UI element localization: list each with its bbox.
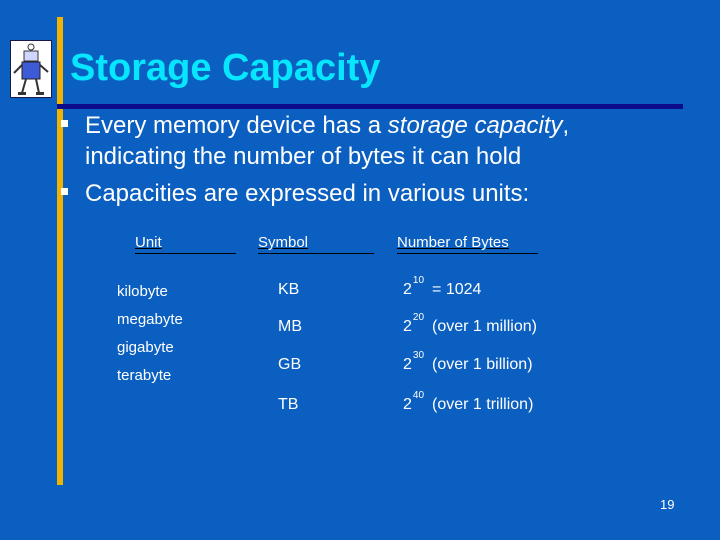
header-rule bbox=[397, 253, 538, 254]
unit-name: terabyte bbox=[117, 367, 172, 384]
byte-description: = 1024 bbox=[432, 281, 482, 298]
byte-count: 240 (over 1 trillion) bbox=[403, 390, 534, 414]
bullet-line: Capacities are expressed in various unit… bbox=[85, 180, 530, 207]
bullet-emphasis: storage capacity bbox=[387, 112, 563, 139]
bullet-list: Every memory device has a storage capaci… bbox=[58, 110, 708, 215]
byte-description: (over 1 trillion) bbox=[432, 396, 534, 413]
column-header-unit: Unit bbox=[135, 234, 162, 251]
square-bullet-icon bbox=[61, 120, 68, 127]
power-base: 2 bbox=[403, 281, 412, 298]
power-base: 2 bbox=[403, 318, 412, 335]
square-bullet-icon bbox=[61, 188, 68, 195]
unit-symbol: KB bbox=[278, 281, 300, 298]
bullet-text: , bbox=[562, 112, 570, 139]
bullet-line: Every memory device has a storage capaci… bbox=[85, 110, 708, 141]
byte-count: 220 (over 1 million) bbox=[403, 312, 537, 336]
unit-name: megabyte bbox=[117, 311, 183, 328]
power-exponent: 40 bbox=[412, 390, 425, 401]
header-rule bbox=[258, 253, 374, 254]
power-exponent: 30 bbox=[412, 350, 425, 361]
title-underline-bar bbox=[57, 104, 683, 109]
slide-title: Storage Capacity bbox=[70, 47, 381, 89]
byte-description: (over 1 million) bbox=[432, 318, 537, 335]
power-exponent: 20 bbox=[412, 312, 425, 323]
power-base: 2 bbox=[403, 356, 412, 373]
byte-description: (over 1 billion) bbox=[432, 356, 533, 373]
unit-symbol: GB bbox=[278, 356, 302, 373]
accent-vertical-bar bbox=[57, 17, 63, 485]
power-exponent: 10 bbox=[412, 275, 425, 286]
unit-name: kilobyte bbox=[117, 283, 168, 300]
byte-count: 230 (over 1 billion) bbox=[403, 350, 533, 374]
robot-logo-icon bbox=[10, 40, 52, 98]
header-rule bbox=[135, 253, 236, 254]
power-base: 2 bbox=[403, 396, 412, 413]
unit-name: gigabyte bbox=[117, 339, 174, 356]
bullet-item-capacity-units: Capacities are expressed in various unit… bbox=[58, 178, 708, 209]
unit-symbol: TB bbox=[278, 396, 299, 413]
bullet-line: indicating the number of bytes it can ho… bbox=[85, 143, 522, 170]
column-header-symbol: Symbol bbox=[258, 234, 309, 251]
byte-count: 210 = 1024 bbox=[403, 275, 482, 299]
unit-symbol: MB bbox=[278, 318, 302, 335]
bullet-item-storage-capacity: Every memory device has a storage capaci… bbox=[58, 110, 708, 172]
page-number: 19 bbox=[660, 497, 675, 512]
bullet-text: Every memory device has a bbox=[85, 112, 388, 139]
column-header-bytes: Number of Bytes bbox=[397, 234, 509, 251]
